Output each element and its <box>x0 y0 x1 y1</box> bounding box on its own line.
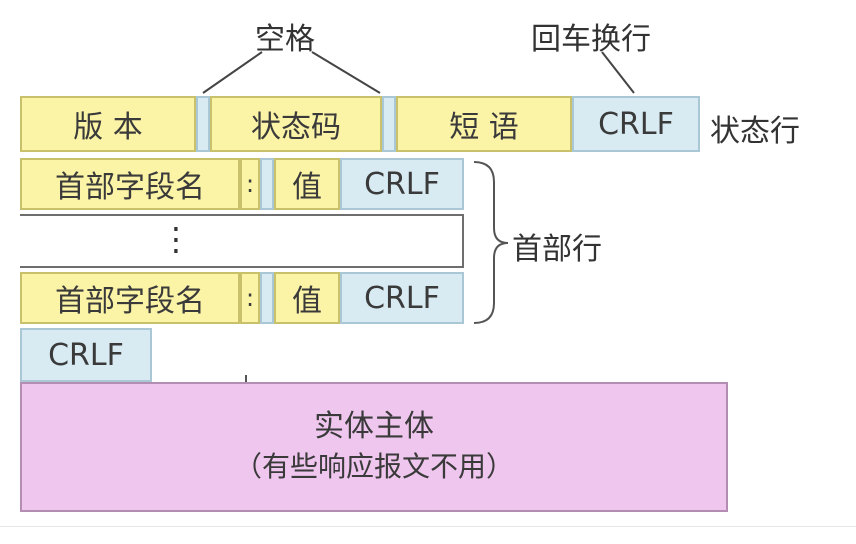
space-label: 空格 <box>255 22 315 57</box>
space-pointer-right <box>311 51 381 94</box>
blank-line-crlf: CRLF <box>20 328 152 382</box>
header-field-name-2: 首部字段名 <box>20 272 240 324</box>
space-pointer-left <box>202 51 263 94</box>
space-gap-1 <box>196 96 210 152</box>
phrase-field: 短 语 <box>396 96 572 152</box>
header-field-name-1: 首部字段名 <box>20 158 240 210</box>
crlf-pointer <box>601 51 635 94</box>
header-crlf-2: CRLF <box>340 272 464 324</box>
header-space-1 <box>260 158 274 210</box>
header-crlf-1: CRLF <box>340 158 464 210</box>
crlf-top-label: 回车换行 <box>531 22 651 57</box>
entity-body: 实体主体 （有些响应报文不用） <box>20 382 728 512</box>
status-code-field: 状态码 <box>210 96 382 152</box>
bottom-divider <box>0 526 856 527</box>
header-lines-label: 首部行 <box>512 232 602 267</box>
header-space-2 <box>260 272 274 324</box>
status-line-label: 状态行 <box>710 114 800 149</box>
header-ellipsis-row <box>20 214 464 268</box>
space-gap-2 <box>382 96 396 152</box>
header-value-2: 值 <box>274 272 340 324</box>
ellipsis: ⋮ <box>160 220 192 258</box>
header-value-1: 值 <box>274 158 340 210</box>
header-brace <box>473 161 509 324</box>
header-colon-2: : <box>240 272 260 324</box>
header-colon-1: : <box>240 158 260 210</box>
status-crlf-field: CRLF <box>572 96 700 152</box>
version-field: 版 本 <box>20 96 196 152</box>
entity-body-note: （有些响应报文不用） <box>233 450 514 483</box>
entity-body-title: 实体主体 <box>314 409 434 444</box>
